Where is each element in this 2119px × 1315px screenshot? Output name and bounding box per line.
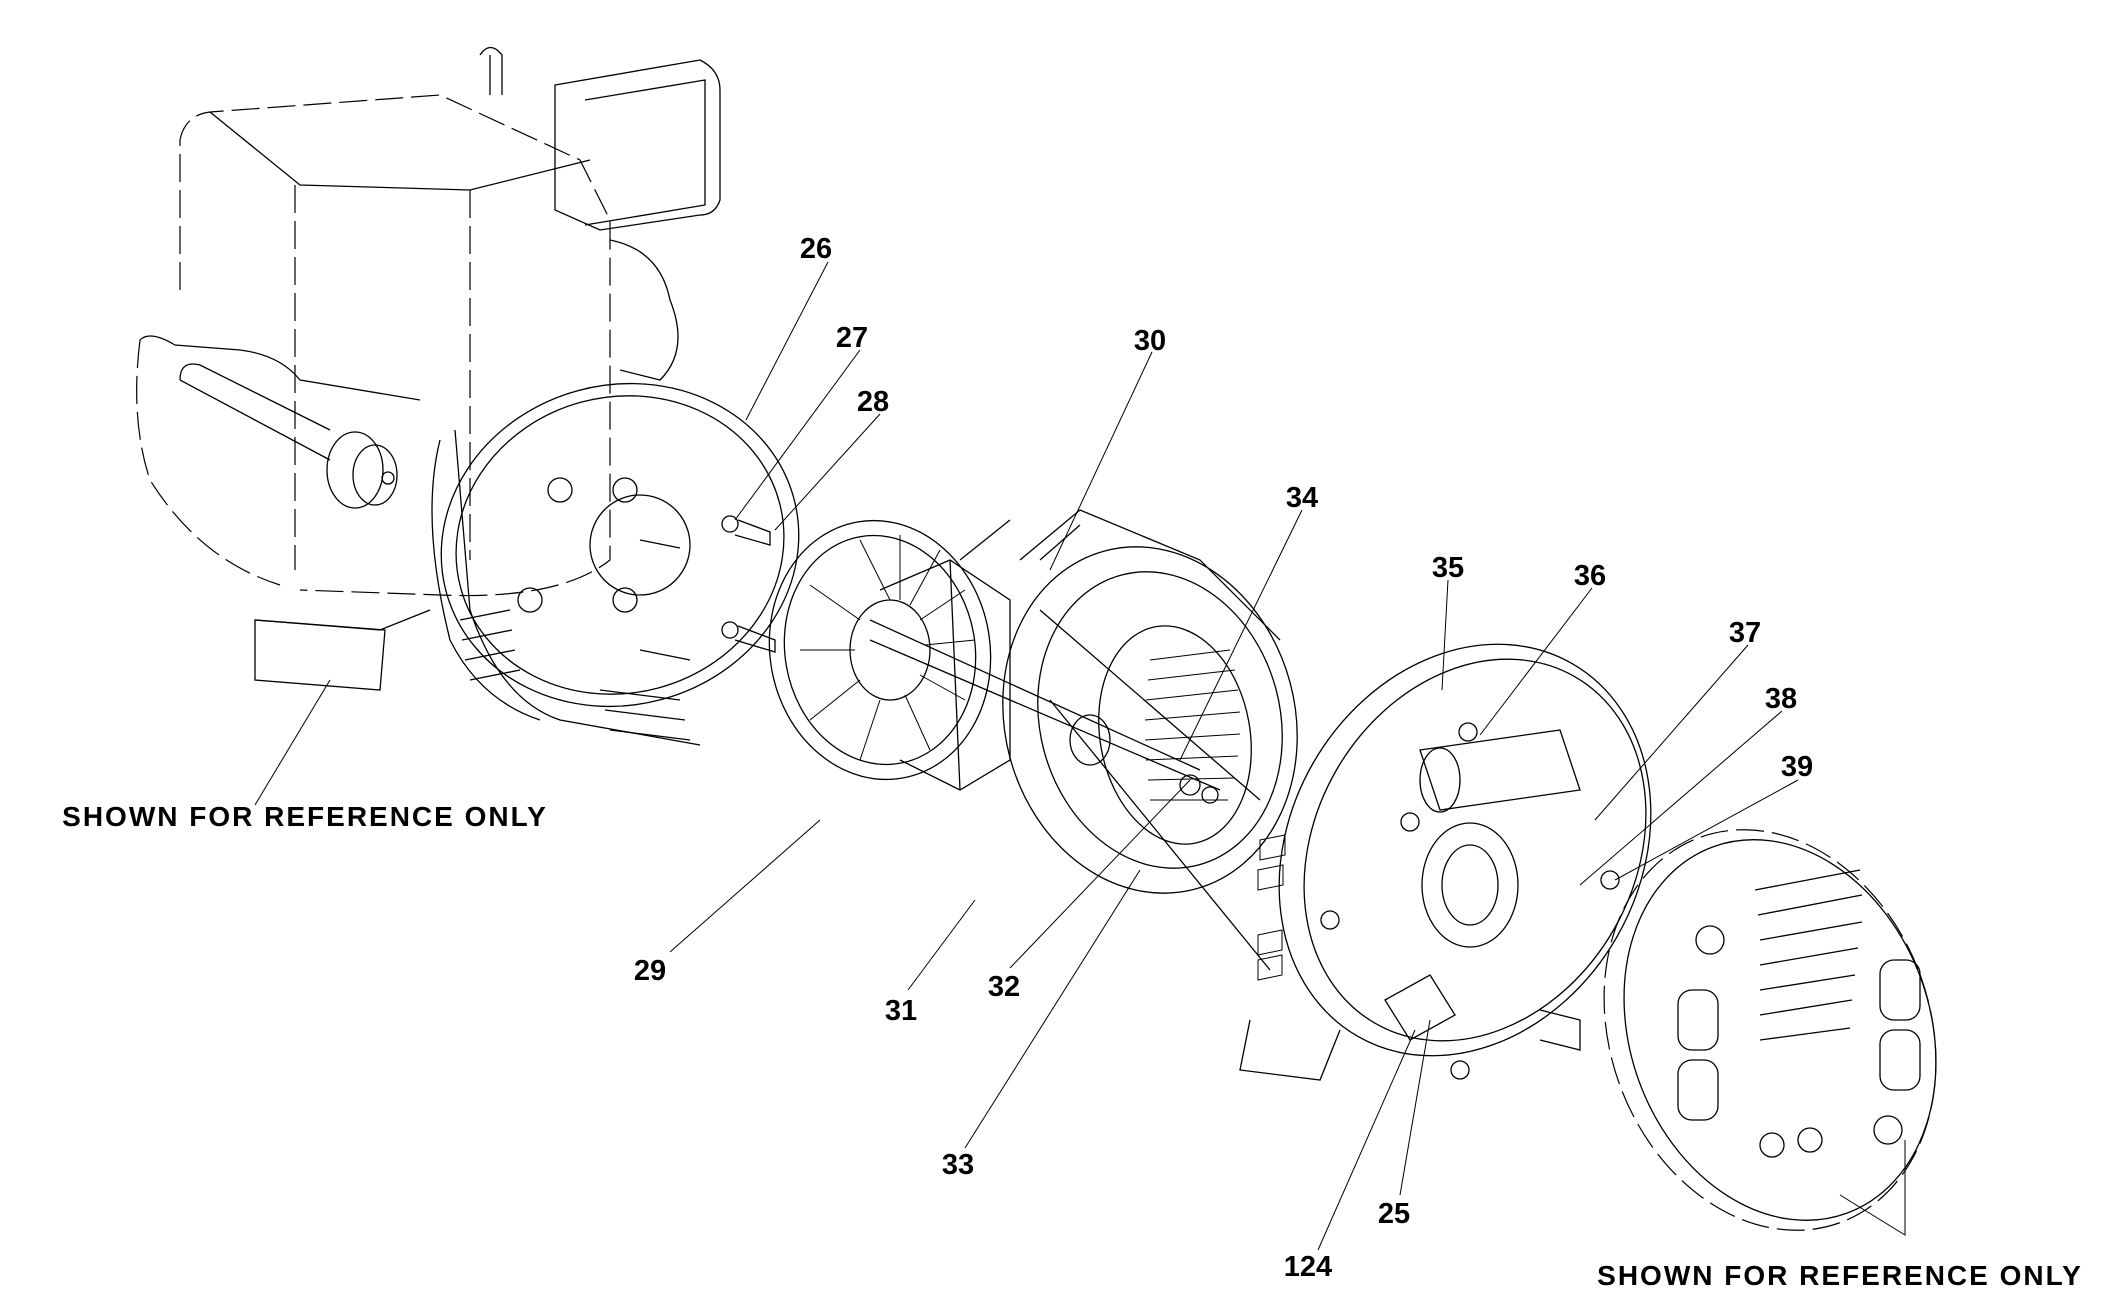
callout-34: 34	[1286, 482, 1318, 514]
panel-reference-note: SHOWN FOR REFERENCE ONLY	[1597, 1260, 2083, 1291]
callout-32: 32	[988, 971, 1020, 1003]
part-30-stator	[1002, 509, 1298, 971]
callout-35: 35	[1432, 552, 1464, 584]
callout-31: 31	[885, 995, 917, 1027]
callout-124: 124	[1284, 1251, 1332, 1283]
engine-reference-note: SHOWN FOR REFERENCE ONLY	[62, 801, 548, 832]
callout-29: 29	[634, 955, 666, 987]
callout-leaders	[669, 261, 1799, 1251]
callout-30: 30	[1134, 325, 1166, 357]
callout-37: 37	[1729, 617, 1761, 649]
callout-25: 25	[1378, 1198, 1410, 1230]
callout-39: 39	[1781, 751, 1813, 783]
part-29-fan	[768, 519, 992, 781]
callout-38: 38	[1765, 683, 1797, 715]
callout-27: 27	[836, 322, 868, 354]
callout-labels: 26 27 28 29 30 31 32 33 34 35 36 37 38 3…	[634, 233, 1813, 1283]
panel-reference-leaders	[1839, 1140, 1906, 1236]
engine-reference-leader	[254, 679, 331, 806]
part-35-end-bell	[1239, 643, 1652, 1081]
callout-26: 26	[800, 233, 832, 265]
engine-reference-drawing	[136, 46, 721, 806]
part-31-rotor	[869, 519, 1221, 791]
part-27-28-bolts	[721, 515, 776, 653]
callout-28: 28	[857, 386, 889, 418]
part-26-adapter-housing	[431, 382, 800, 746]
callout-33: 33	[942, 1149, 974, 1181]
callout-36: 36	[1574, 560, 1606, 592]
control-panel-reference-drawing	[1603, 829, 1937, 1236]
